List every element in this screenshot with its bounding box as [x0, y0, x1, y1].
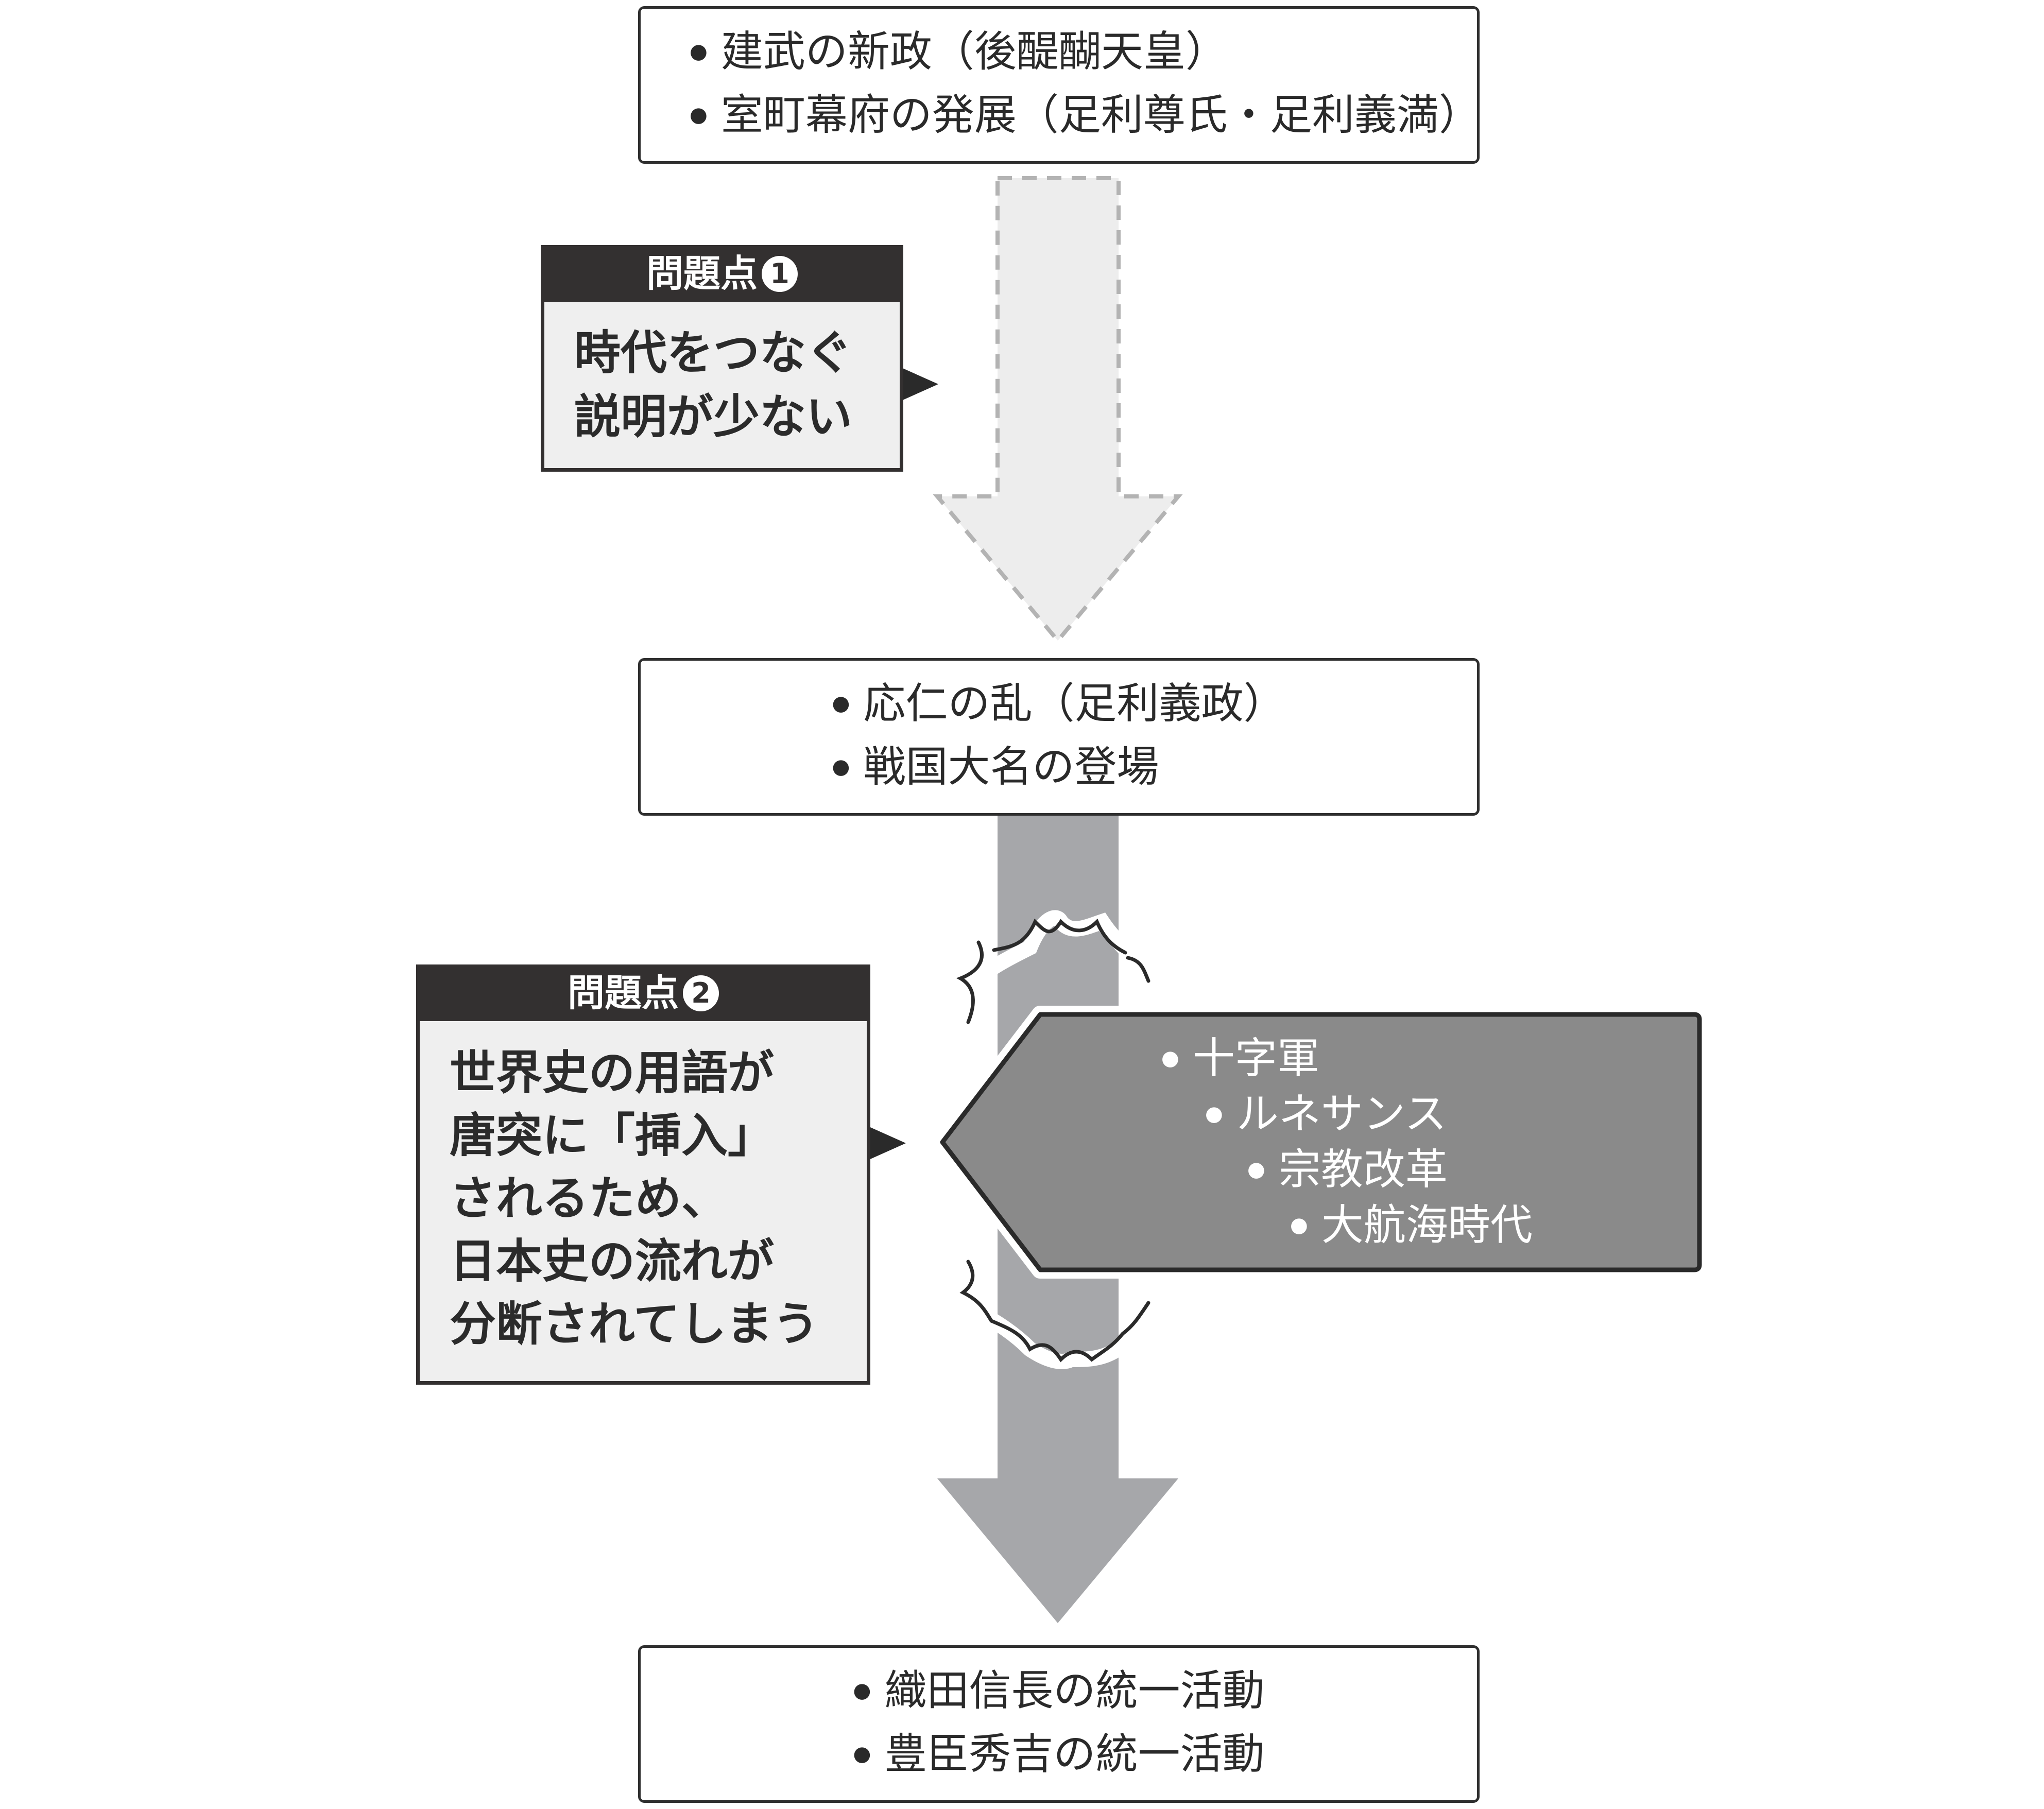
box-top: 建武の新政（後醍醐天皇） 室町幕府の発展（足利尊氏・足利義満） [638, 6, 1481, 164]
problem-text-line: 日本史の流れが [450, 1234, 774, 1288]
world-history-item: 十字軍 [1161, 1033, 1319, 1087]
list-item: 建武の新政（後醍醐天皇） [690, 22, 1477, 85]
problem-label: 問題点 [646, 252, 758, 295]
box-top-list: 建武の新政（後醍醐天皇） 室町幕府の発展（足利尊氏・足利義満） [690, 22, 1481, 148]
world-history-item: ルネサンス [1205, 1089, 1447, 1143]
list-item: 応仁の乱（足利義政） [832, 674, 1285, 737]
list-item: 豊臣秀吉の統一活動 [853, 1724, 1264, 1787]
problem2-pointer [867, 1126, 906, 1161]
number-badge: 2 [683, 975, 719, 1012]
box-bottom: 織田信長の統一活動 豊臣秀吉の統一活動 [638, 1645, 1480, 1803]
world-history-item: 大航海時代 [1290, 1200, 1533, 1254]
problem-text-line: されるため、 [450, 1171, 728, 1226]
problem-1-body: 時代をつなぐ 説明が少ない [541, 302, 903, 472]
problem-text-line: 唐突に「挿入」 [450, 1109, 774, 1163]
burst-top-outline [956, 918, 1150, 1024]
dashed-arrow [933, 176, 1183, 644]
list-item: 戦国大名の登場 [832, 737, 1286, 800]
box-bottom-list: 織田信長の統一活動 豊臣秀吉の統一活動 [853, 1661, 1264, 1787]
problem-text-line: 世界史の用語が [450, 1046, 774, 1100]
problem-text-line: 分断されてしまう [450, 1297, 819, 1351]
burst-bottom-outline [959, 1260, 1150, 1363]
list-item: 織田信長の統一活動 [853, 1661, 1264, 1724]
problem-label: 問題点 [567, 971, 679, 1014]
world-history-item: 宗教改革 [1247, 1144, 1448, 1198]
number-badge: 1 [762, 256, 798, 292]
problem-text-line: 説明が少ない [574, 390, 852, 444]
list-item: 室町幕府の発展（足利尊氏・足利義満） [690, 85, 1481, 148]
problem-2-body: 世界史の用語が 唐突に「挿入」 されるため、 日本史の流れが 分断されてしまう [416, 1021, 870, 1385]
problem-text-line: 時代をつなぐ [574, 326, 852, 380]
box-middle: 応仁の乱（足利義政） 戦国大名の登場 [638, 658, 1480, 816]
problem1-pointer [899, 367, 938, 402]
box-middle-list: 応仁の乱（足利義政） 戦国大名の登場 [832, 674, 1286, 800]
